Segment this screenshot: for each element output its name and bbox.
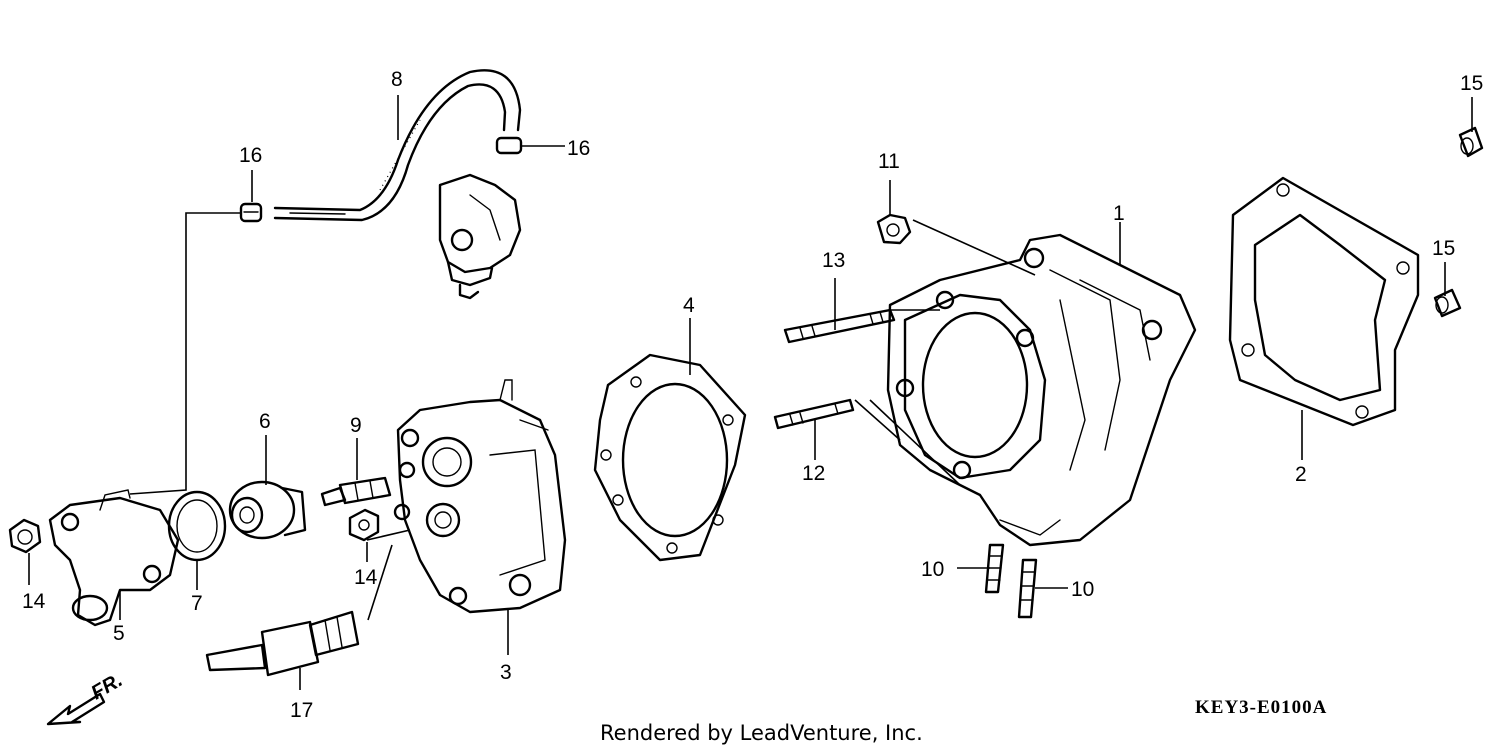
nut-part-11[interactable] <box>876 213 912 245</box>
callout-10-upper[interactable]: 10 <box>921 558 944 581</box>
callout-17[interactable]: 17 <box>290 699 313 722</box>
nut-part-14-right[interactable] <box>348 508 380 542</box>
callout-14-left[interactable]: 14 <box>22 590 46 613</box>
callout-15-lower[interactable]: 15 <box>1432 237 1455 260</box>
hose-clamp-part-16-right[interactable] <box>495 136 523 155</box>
water-outlet-part-5[interactable] <box>48 489 180 627</box>
callout-6[interactable]: 6 <box>259 410 271 433</box>
callout-3[interactable]: 3 <box>500 661 512 684</box>
callout-10-lower[interactable]: 10 <box>1071 578 1094 601</box>
callout-9[interactable]: 9 <box>350 414 362 437</box>
render-credit: Rendered by LeadVenture, Inc. <box>600 721 923 745</box>
stud-bolt-part-13[interactable] <box>783 308 896 344</box>
hose-part-8[interactable] <box>273 69 522 222</box>
callout-labels: 1 2 3 4 5 6 7 8 9 10 10 11 12 13 14 14 1… <box>22 68 1483 722</box>
callout-13[interactable]: 13 <box>822 249 845 272</box>
callout-15-upper[interactable]: 15 <box>1460 72 1483 95</box>
callout-12[interactable]: 12 <box>802 462 825 485</box>
head-gasket-part-4[interactable] <box>593 353 747 562</box>
callout-14-right[interactable]: 14 <box>354 566 378 589</box>
cylinder-head-part-3[interactable] <box>393 379 567 614</box>
hose-clamp-part-16-left[interactable] <box>239 202 263 223</box>
collar-part-15-lower[interactable] <box>1433 288 1462 318</box>
thermostat-part-6[interactable] <box>228 480 307 540</box>
cylinder-part-1[interactable] <box>886 233 1197 547</box>
diagram-code: KEY3-E0100A <box>1195 697 1327 718</box>
temperature-sensor-part-9[interactable] <box>320 476 392 507</box>
callout-2[interactable]: 2 <box>1295 463 1307 486</box>
callout-16-left[interactable]: 16 <box>239 144 262 167</box>
dowel-pin-part-10-upper[interactable] <box>984 543 1005 594</box>
callout-1[interactable]: 1 <box>1113 202 1125 225</box>
collar-part-15-upper[interactable] <box>1458 126 1484 158</box>
front-direction-arrow-icon <box>46 692 106 726</box>
stud-bolt-part-12[interactable] <box>773 398 855 430</box>
nut-part-14-left[interactable] <box>8 518 42 554</box>
callout-7[interactable]: 7 <box>191 592 203 615</box>
callout-16-right[interactable]: 16 <box>567 137 590 160</box>
cylinder-gasket-part-2[interactable] <box>1228 176 1420 427</box>
spark-plug-part-17[interactable] <box>205 610 360 677</box>
dowel-pin-part-10-lower[interactable] <box>1017 558 1038 619</box>
o-ring-part-7[interactable] <box>167 490 227 562</box>
carburetor-reference <box>438 173 522 300</box>
callout-5[interactable]: 5 <box>113 622 125 645</box>
callout-11[interactable]: 11 <box>878 150 900 173</box>
callout-8[interactable]: 8 <box>391 68 403 91</box>
callout-4[interactable]: 4 <box>683 294 695 317</box>
leader-lines <box>28 95 1473 690</box>
